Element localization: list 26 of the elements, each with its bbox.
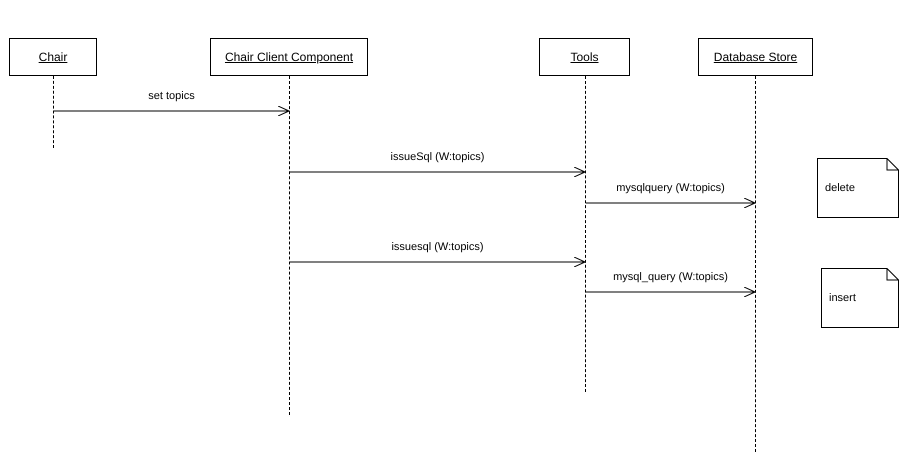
lifeline [585,76,586,392]
lifeline [289,76,290,415]
participant-box [539,38,630,76]
participant-box [210,38,368,76]
edge-label: issueSql (W:topics) [390,151,484,163]
participant-box [9,38,97,76]
edge-label: mysqlquery (W:topics) [616,182,725,194]
lifeline [53,76,54,148]
note [821,268,899,328]
participant-name: Tools [570,50,598,64]
edge-label: mysql_query (W:topics) [613,271,728,283]
participant-name: Database Store [714,50,798,64]
message-arrow [54,106,290,116]
edge-label: set topics [148,90,195,102]
lifeline [755,76,756,452]
message-arrow [290,256,586,268]
message-arrow [586,198,756,208]
edge-label: issuesql (W:topics) [391,241,484,253]
participant-name: Chair Client Component [224,50,354,64]
message-arrow [586,286,756,298]
note-text: delete [825,182,855,194]
note-text: insert [829,292,856,304]
message-arrow [290,166,586,178]
participant-name: Chair [38,50,68,64]
participant-box [698,38,813,76]
note [817,158,899,218]
